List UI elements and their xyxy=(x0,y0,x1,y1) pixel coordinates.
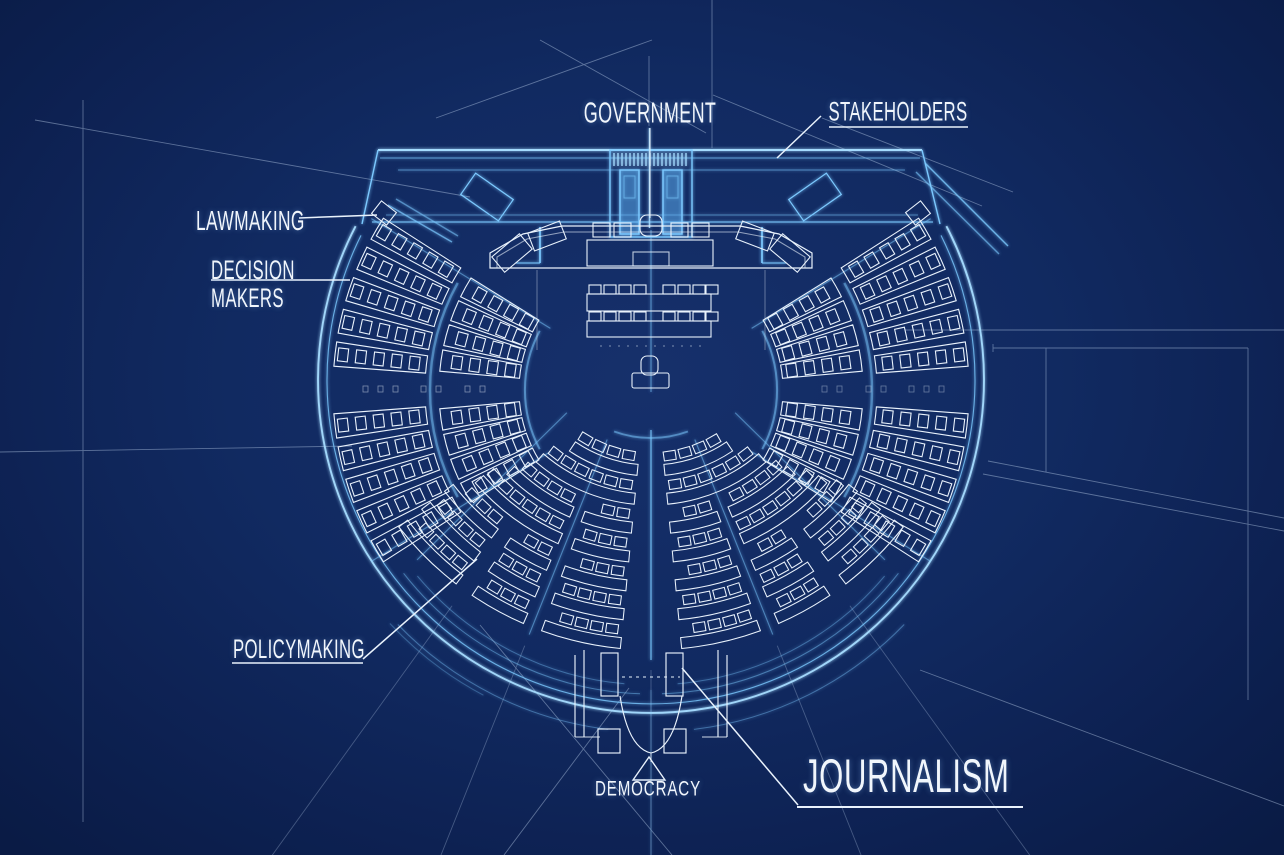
label-decision-makers-line2: MAKERS xyxy=(211,283,284,313)
label-stakeholders: STAKEHOLDERS xyxy=(828,96,968,127)
seating-bottom-fan xyxy=(398,431,904,650)
label-decision-makers-line1: DECISION xyxy=(211,255,295,285)
label-decision-makers: DECISION MAKERS xyxy=(211,256,295,312)
label-democracy: DEMOCRACY xyxy=(594,777,702,801)
label-policymaking: POLICYMAKING xyxy=(233,634,365,664)
entrance xyxy=(574,650,728,762)
leader-lines xyxy=(211,115,1023,808)
label-government: GOVERNMENT xyxy=(583,97,717,130)
seating-side-wedges xyxy=(333,217,969,563)
chamber-walls xyxy=(317,128,1009,855)
democracy-triangle-icon xyxy=(631,755,667,781)
label-lawmaking: LAWMAKING xyxy=(196,205,305,236)
seating-and-furniture xyxy=(362,200,945,393)
label-journalism: JOURNALISM xyxy=(803,749,1010,802)
